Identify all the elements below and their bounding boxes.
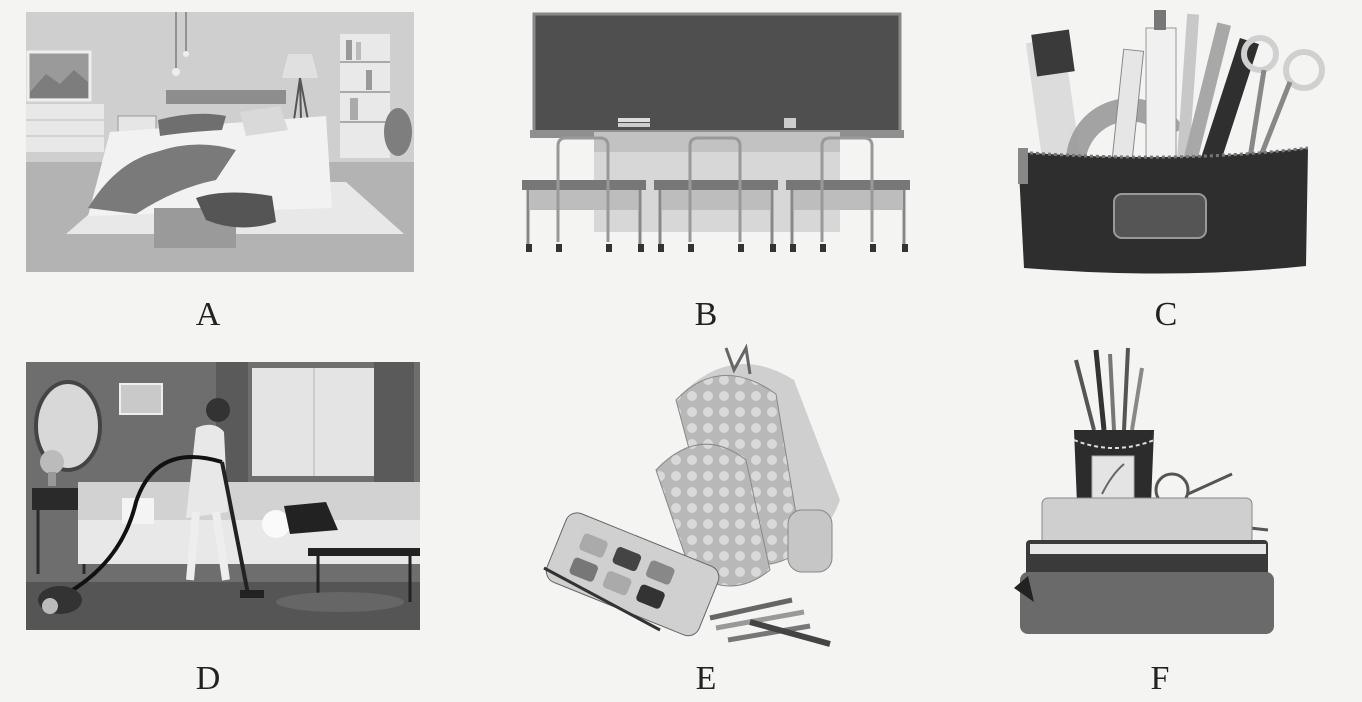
picture-a-bedroom xyxy=(26,12,414,272)
label-d: D xyxy=(195,660,221,697)
picture-f-books xyxy=(1012,344,1280,642)
label-a: A xyxy=(195,296,221,333)
label-f: F xyxy=(1150,660,1170,697)
label-c: C xyxy=(1154,296,1178,333)
label-e: E xyxy=(695,660,717,697)
picture-b-classroom xyxy=(522,12,916,256)
picture-c-pencil-case xyxy=(1014,8,1338,280)
label-b: B xyxy=(694,296,718,333)
picture-d-cleaning xyxy=(26,362,420,630)
picture-e-backpack xyxy=(540,340,860,658)
